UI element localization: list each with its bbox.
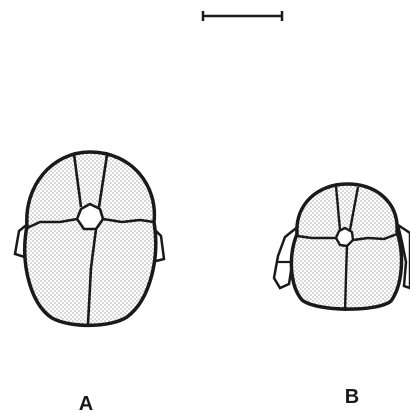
scale-bar xyxy=(203,11,282,21)
label-b: B xyxy=(345,386,359,408)
specimen-a xyxy=(15,152,164,325)
specimen-b xyxy=(274,184,410,311)
label-a: A xyxy=(79,393,93,413)
